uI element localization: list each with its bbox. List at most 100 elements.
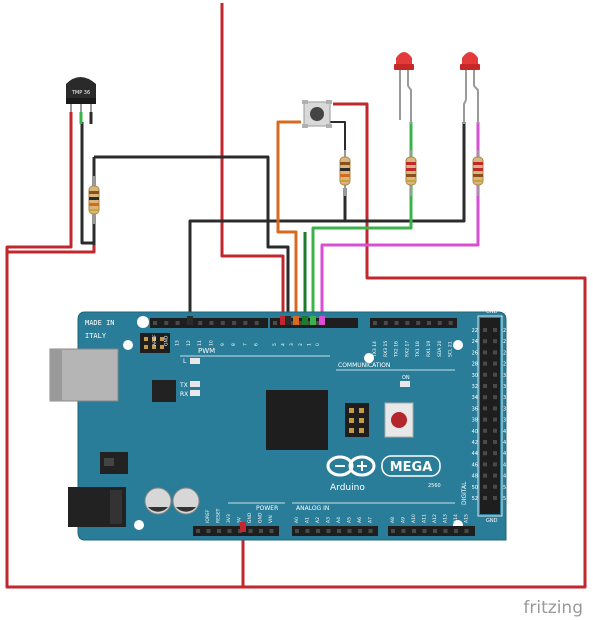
pin-label-digital-left: 48 bbox=[472, 474, 478, 480]
pin-label-pwm: 10 bbox=[209, 340, 215, 346]
pin-hole bbox=[243, 321, 248, 325]
pin-hole bbox=[493, 350, 497, 355]
pin-label-power: 3V3 bbox=[226, 514, 232, 523]
pin-hole bbox=[483, 473, 487, 478]
label-gnd-bottom: GND bbox=[486, 518, 498, 524]
wire-black-2 bbox=[80, 122, 94, 245]
pin-label-pwm: 11 bbox=[197, 340, 203, 346]
pin-hole bbox=[416, 321, 421, 325]
pin-hole bbox=[483, 328, 487, 332]
pin-hole bbox=[198, 321, 203, 325]
pin-hole bbox=[483, 361, 487, 366]
pin-label-digital-right: 43 bbox=[503, 440, 509, 446]
board-model: MEGA bbox=[390, 460, 433, 475]
pin-hole bbox=[298, 321, 303, 325]
pin-label-digital-left: 30 bbox=[472, 373, 478, 379]
pin-hole bbox=[483, 496, 487, 500]
label-tx: TX bbox=[179, 382, 188, 389]
pin-label-digital-left: 36 bbox=[472, 406, 478, 412]
pin-label-analog: A12 bbox=[432, 514, 438, 523]
push-button bbox=[302, 100, 332, 128]
resistor-led-2 bbox=[472, 150, 484, 196]
fritzing-watermark: fritzing bbox=[523, 598, 583, 618]
pin-label-comm: SCL 21 bbox=[448, 341, 454, 357]
resistor-led-1 bbox=[405, 150, 417, 196]
pin-label-digital-right: 25 bbox=[503, 339, 509, 345]
pin-label-digital-right: 39 bbox=[503, 418, 509, 424]
pin-label-digital-right: 51 bbox=[503, 485, 509, 491]
pin-label-comm: SDA 20 bbox=[437, 340, 443, 357]
pin-label-digital-right: 33 bbox=[503, 384, 509, 390]
pin-label-digital-left: 28 bbox=[472, 362, 478, 368]
pin-hole bbox=[412, 529, 416, 533]
pin-label-digital-right: 27 bbox=[503, 350, 509, 356]
pin-label-digital-left: 46 bbox=[472, 462, 478, 468]
pin-hole bbox=[483, 395, 487, 400]
pin-hole bbox=[391, 529, 395, 533]
pin-hole bbox=[422, 529, 427, 533]
pin-label-pwm: AREF bbox=[152, 334, 158, 346]
resistor-button bbox=[339, 150, 351, 196]
pin-hole bbox=[307, 321, 312, 325]
pin-label-digital-left: 50 bbox=[472, 485, 478, 491]
pin-label-pwm: 7 bbox=[242, 343, 248, 346]
pin-hole bbox=[493, 451, 497, 456]
pin-hole bbox=[493, 384, 497, 388]
temperature-sensor: TMP 36 bbox=[66, 77, 96, 124]
pin-label-digital-right: 31 bbox=[503, 373, 509, 379]
pin-label-analog: A6 bbox=[357, 517, 363, 523]
pin-label-digital-right: 47 bbox=[503, 462, 509, 468]
pin-label-analog: A9 bbox=[401, 517, 407, 523]
label-pwm: PWM bbox=[198, 347, 215, 355]
pin-label-analog: A11 bbox=[422, 514, 428, 523]
pin-hole bbox=[493, 339, 497, 344]
pin-label-power: GND bbox=[258, 512, 264, 523]
pin-hole bbox=[483, 484, 487, 489]
pin-label-digital-left: 52 bbox=[472, 496, 478, 502]
pin-label-pwm: GND bbox=[163, 335, 169, 346]
brand-line2: ITALY bbox=[85, 332, 107, 340]
pin-hole bbox=[373, 321, 377, 325]
wire-endpoints bbox=[187, 316, 325, 532]
pin-hole bbox=[254, 321, 259, 325]
pin-label-analog: A0 bbox=[294, 517, 300, 523]
pin-label-digital-right: 23 bbox=[503, 328, 509, 334]
pin-label-pwm: 2 bbox=[298, 343, 304, 346]
pin-hole bbox=[427, 321, 431, 325]
label-on: ON bbox=[402, 375, 410, 381]
pin-hole bbox=[493, 484, 497, 489]
pin-hole bbox=[493, 473, 497, 478]
pin-label-comm: TX2 16 bbox=[394, 341, 400, 358]
pin-hole bbox=[483, 350, 487, 355]
wire-button-to-resistor bbox=[330, 121, 346, 152]
pin-label-pwm: 4 bbox=[281, 343, 287, 346]
pin-hole bbox=[273, 321, 277, 325]
pin-label-analog: A5 bbox=[347, 517, 353, 523]
led-1 bbox=[394, 52, 414, 124]
pin-hole bbox=[483, 451, 487, 456]
pin-hole bbox=[175, 321, 180, 325]
header-digital bbox=[480, 318, 500, 514]
sensor-label: TMP 36 bbox=[71, 90, 90, 96]
pin-hole bbox=[316, 529, 320, 533]
pin-label-power: RESET bbox=[216, 508, 222, 523]
header-pwm bbox=[150, 318, 268, 328]
pin-label-digital-left: 24 bbox=[472, 339, 478, 345]
pin-hole bbox=[401, 529, 406, 533]
label-analog-in: ANALOG IN bbox=[296, 505, 329, 512]
pin-hole bbox=[464, 529, 469, 533]
pin-hole bbox=[209, 321, 214, 325]
pin-hole bbox=[326, 529, 331, 533]
pin-label-power: GND bbox=[247, 512, 253, 523]
pin-hole bbox=[493, 428, 497, 433]
microcontroller-chip bbox=[266, 390, 328, 450]
pin-hole bbox=[483, 417, 487, 422]
pin-label-digital-left: 44 bbox=[472, 451, 478, 457]
pin-label-comm: TX1 18 bbox=[415, 341, 421, 358]
pin-label-analog: A13 bbox=[443, 514, 449, 523]
wire-black-1 bbox=[94, 155, 290, 322]
pin-hole bbox=[483, 339, 487, 344]
pin-label-digital-left: 40 bbox=[472, 429, 478, 435]
pin-label-analog: A14 bbox=[453, 514, 459, 523]
pin-hole bbox=[483, 372, 487, 377]
